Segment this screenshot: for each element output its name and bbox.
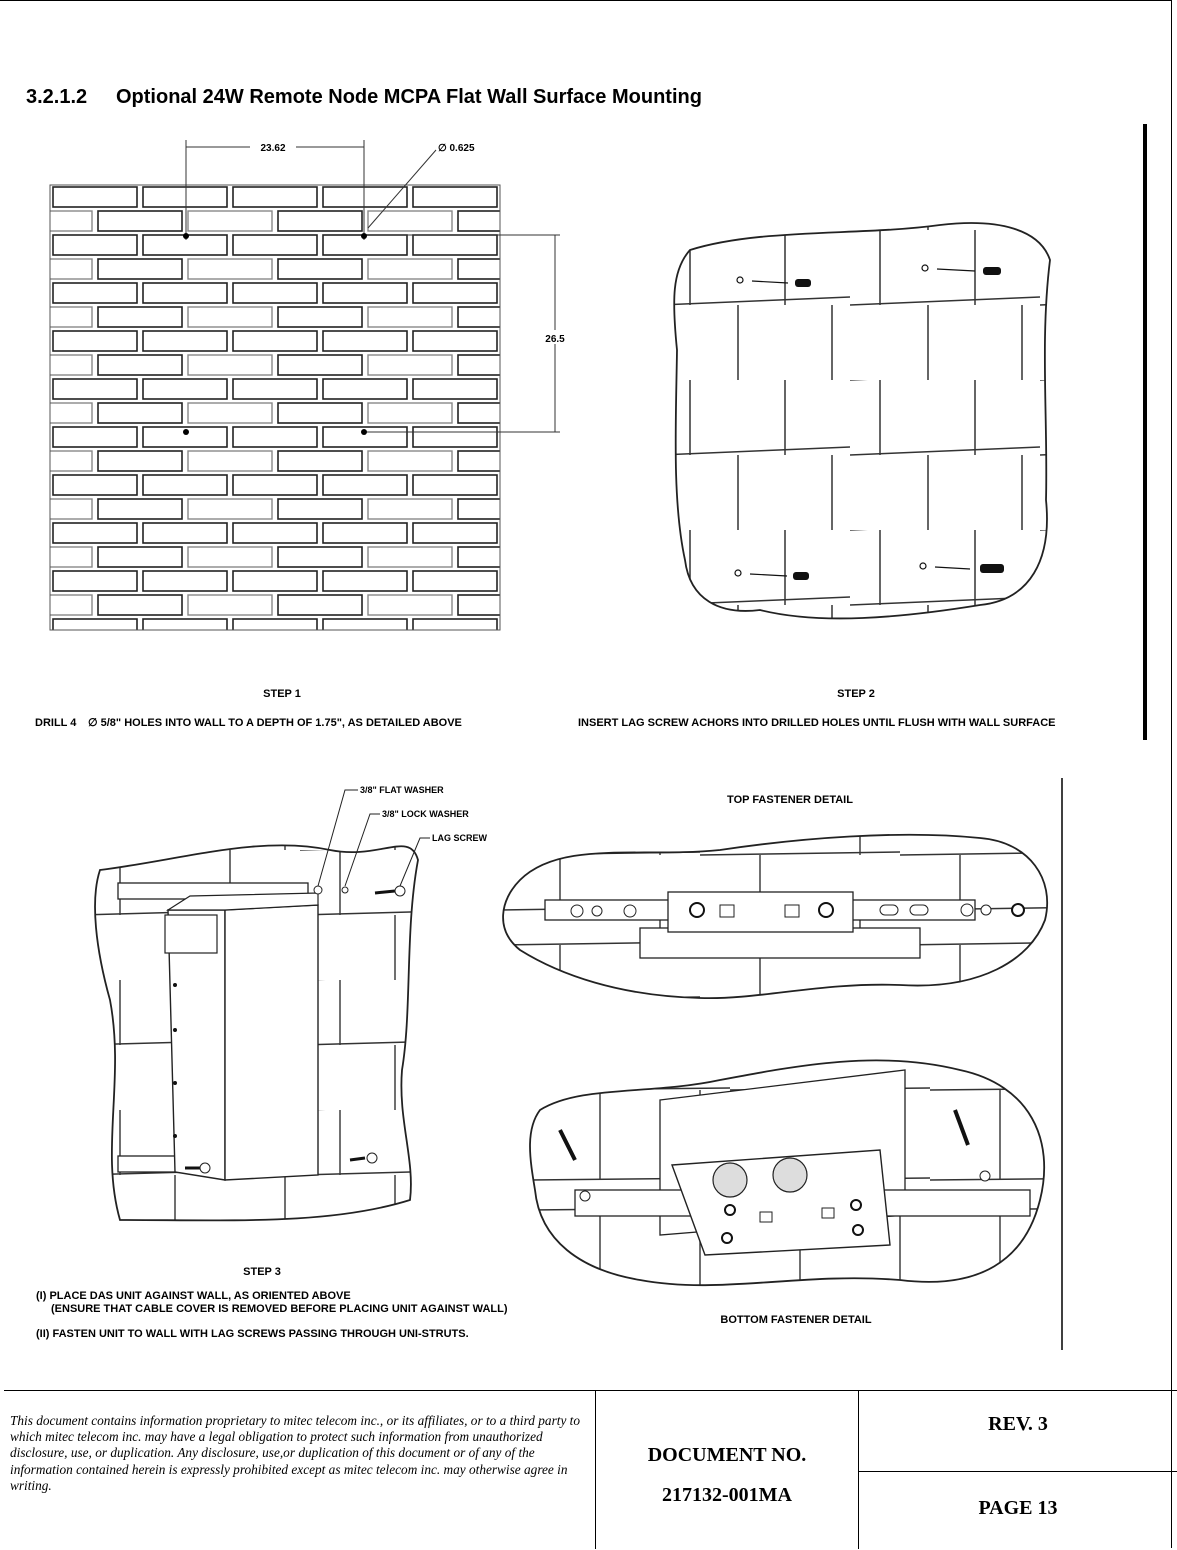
footer-divider-1 (595, 1391, 596, 1549)
proprietary-notice: This document contains information propr… (10, 1413, 581, 1493)
anchor-marks (734, 264, 976, 577)
section-title: Optional 24W Remote Node MCPA Flat Wall … (116, 86, 702, 108)
page-number: PAGE 13 (978, 1497, 1058, 1519)
top-detail-title: TOP FASTENER DETAIL (727, 794, 853, 806)
callout-lock-washer: 3/8" LOCK WASHER (382, 809, 469, 819)
step1-title: STEP 1 (263, 688, 301, 700)
footer-divider-3 (859, 1471, 1177, 1472)
dim-vertical: 26.5 (545, 334, 565, 345)
step3-line3: (II) FASTEN UNIT TO WALL WITH LAG SCREWS… (36, 1328, 469, 1340)
bottom-fastener-detail (529, 1059, 1045, 1287)
step3-line2: (ENSURE THAT CABLE COVER IS REMOVED BEFO… (51, 1303, 508, 1315)
step2-wall (673, 222, 1051, 620)
section-heading: 3.2.1.2 Optional 24W Remote Node MCPA Fla… (26, 86, 702, 109)
step1-text-b: ∅ 5/8" HOLES INTO WALL TO A DEPTH OF 1.7… (88, 717, 462, 729)
bottom-detail-title: BOTTOM FASTENER DETAIL (720, 1314, 871, 1326)
revision: REV. 3 (988, 1413, 1048, 1435)
document-number-label: DOCUMENT NO. (647, 1444, 807, 1466)
top-fastener-detail (502, 833, 1049, 1000)
document-number-cell: DOCUMENT NO. 217132-001MA (596, 1435, 858, 1515)
step3-line1: (I) PLACE DAS UNIT AGAINST WALL, AS ORIE… (36, 1290, 351, 1302)
document-number: 217132-001MA (662, 1484, 792, 1506)
document-footer: This document contains information propr… (4, 1390, 1177, 1549)
footer-divider-2 (858, 1391, 859, 1549)
das-unit (117, 882, 406, 1181)
callout-leaders (317, 789, 430, 887)
drill-hole-marks (183, 233, 367, 435)
mounting-figure: 23.62 ∅ 0.625 26.5 STEP 1 DRILL 4 ∅ 5/8"… (35, 124, 1147, 1350)
step3-title: STEP 3 (243, 1266, 281, 1278)
step1-wall (49, 184, 501, 631)
dim-horizontal: 23.62 (260, 143, 285, 154)
anchor-plugs (793, 267, 1004, 580)
callout-lag-screw: LAG SCREW (432, 833, 488, 843)
step2-text: INSERT LAG SCREW ACHORS INTO DRILLED HOL… (578, 717, 1055, 729)
margin-bar (1143, 124, 1147, 740)
callout-flat-washer: 3/8" FLAT WASHER (360, 785, 444, 795)
section-number: 3.2.1.2 (26, 86, 88, 108)
step2-title: STEP 2 (837, 688, 875, 700)
dim-hole: ∅ 0.625 (438, 143, 475, 154)
step1-text-a: DRILL 4 (35, 717, 77, 729)
